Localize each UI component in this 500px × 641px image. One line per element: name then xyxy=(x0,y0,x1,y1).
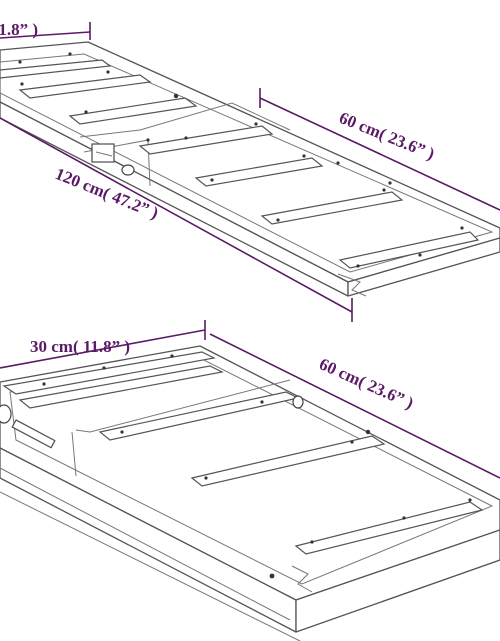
ramp-bolts xyxy=(18,52,464,268)
folded-ramp-bolts xyxy=(42,354,472,579)
unfolded-ramp-drawing xyxy=(0,41,500,297)
top-section-label: 60 cm( 23.6” ) xyxy=(337,108,438,163)
top-width-label: 30 cm( 11.8” ) xyxy=(0,20,38,39)
latch-clasp xyxy=(91,143,135,176)
ramp-slats xyxy=(0,59,480,269)
folded-ramp-slats xyxy=(2,351,484,555)
bottom-section-label: 60 cm( 23.6” ) xyxy=(316,354,416,412)
bottom-width-dimension: 30 cm( 11.8” ) xyxy=(0,320,206,369)
top-width-dimension: 30 cm( 11.8” ) xyxy=(0,20,91,40)
bottom-width-label: 30 cm( 11.8” ) xyxy=(30,337,130,356)
folded-ramp-drawing xyxy=(0,345,500,641)
